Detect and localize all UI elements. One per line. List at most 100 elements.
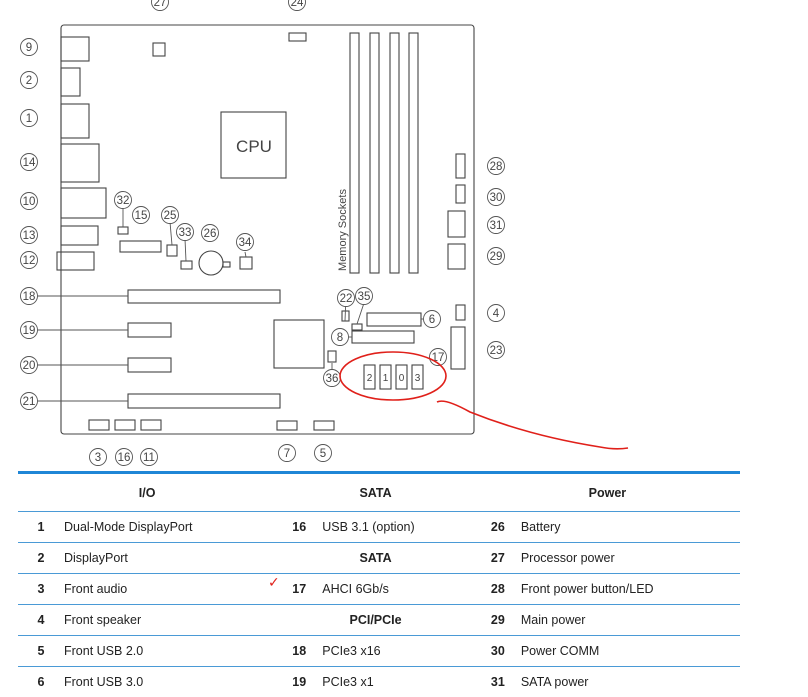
annotation-checkmark: ✓ <box>268 574 280 590</box>
callout-3: 3 <box>89 448 107 466</box>
callout-5: 5 <box>314 444 332 462</box>
sata-number: 17 <box>292 582 307 596</box>
io-port-1 <box>60 103 90 139</box>
sata-port-2 <box>363 364 376 390</box>
header-34 <box>239 256 253 270</box>
connector-28 <box>455 153 466 179</box>
io-number: 6 <box>37 675 45 689</box>
callout-number: 27 <box>154 0 167 9</box>
callout-number: 29 <box>490 251 503 263</box>
callout-number: 4 <box>493 308 500 320</box>
io-number: 2 <box>37 551 45 565</box>
header-io: I/O <box>138 485 156 500</box>
io-port-9 <box>60 36 90 62</box>
battery-clip <box>222 261 231 268</box>
sata-port-3-label: 3 <box>415 373 421 384</box>
io-number: 4 <box>37 613 45 627</box>
header-16 <box>114 419 136 431</box>
callout-20: 20 <box>20 356 38 374</box>
power-number: 29 <box>490 613 505 627</box>
callout-1: 1 <box>20 109 38 127</box>
sata-subheader: SATA <box>359 551 392 565</box>
header-32 <box>117 226 129 235</box>
cpu-socket <box>220 111 287 179</box>
io-number: 5 <box>37 644 45 658</box>
memory-socket-1 <box>349 32 360 274</box>
callout-36: 36 <box>323 369 341 387</box>
callout-18: 18 <box>20 287 38 305</box>
callout-number: 36 <box>326 373 339 385</box>
callout-number: 28 <box>490 161 503 173</box>
callout-27: 27 <box>151 0 169 11</box>
header-33 <box>180 260 193 270</box>
connector-8 <box>351 330 415 344</box>
io-port-10 <box>60 187 107 219</box>
legend-header-row: I/O SATA Power <box>18 472 740 512</box>
slot-19 <box>127 322 172 338</box>
callout-33: 33 <box>176 223 194 241</box>
header-24 <box>288 32 307 42</box>
header-35 <box>351 323 363 331</box>
callout-number: 1 <box>26 113 32 125</box>
callout-number: 3 <box>95 452 101 464</box>
callout-19: 19 <box>20 321 38 339</box>
callout-9: 9 <box>20 38 38 56</box>
io-port-13 <box>60 225 99 246</box>
annotation-arrow <box>436 400 629 450</box>
callout-number: 21 <box>23 396 36 408</box>
sata-port-1 <box>379 364 392 390</box>
io-port-2 <box>60 67 81 97</box>
power-label: Battery <box>520 520 561 534</box>
callout-24: 24 <box>288 0 306 11</box>
sata-label: PCIe3 x1 <box>322 675 374 689</box>
power-number: 27 <box>490 551 505 565</box>
callout-number: 10 <box>23 196 36 208</box>
memory-socket-3 <box>389 32 400 274</box>
callout-23: 23 <box>487 341 505 359</box>
callout-34: 34 <box>236 233 254 251</box>
callout-number: 11 <box>143 452 155 464</box>
io-port-12 <box>56 251 95 271</box>
header-5 <box>313 420 335 431</box>
callout-number: 22 <box>340 293 353 305</box>
connector-6 <box>366 312 422 327</box>
power-number: 26 <box>490 520 505 534</box>
power-number: 31 <box>490 675 505 689</box>
callout-7: 7 <box>278 444 296 462</box>
connector-31 <box>447 210 466 238</box>
callout-number: 31 <box>490 220 503 232</box>
header-27 <box>152 42 166 57</box>
callout-28: 28 <box>487 157 505 175</box>
sata-label: PCIe3 x16 <box>322 644 381 658</box>
io-label: Front USB 2.0 <box>64 644 144 658</box>
connector-23 <box>450 326 466 370</box>
callout-4: 4 <box>487 304 505 322</box>
sata-port-2-label: 2 <box>367 373 373 384</box>
io-label: Front USB 3.0 <box>64 675 144 689</box>
sata-number: 16 <box>292 520 307 534</box>
callout-number: 13 <box>23 230 36 242</box>
callout-22: 22 <box>337 289 355 307</box>
callout-number: 24 <box>291 0 304 9</box>
callout-15: 15 <box>132 206 150 224</box>
callout-6: 6 <box>423 310 441 328</box>
callout-number: 19 <box>23 325 36 337</box>
header-3 <box>88 419 110 431</box>
io-port-14 <box>60 143 100 183</box>
callout-31: 31 <box>487 216 505 234</box>
callout-number: 7 <box>284 448 290 460</box>
callout-8: 8 <box>331 328 349 346</box>
callout-21: 21 <box>20 392 38 410</box>
io-label: DisplayPort <box>64 551 128 565</box>
io-label: Dual-Mode DisplayPort <box>64 520 193 534</box>
power-label: Power COMM <box>520 644 600 658</box>
callout-number: 26 <box>204 228 217 240</box>
callout-number: 34 <box>239 237 252 249</box>
callout-35: 35 <box>355 287 373 305</box>
